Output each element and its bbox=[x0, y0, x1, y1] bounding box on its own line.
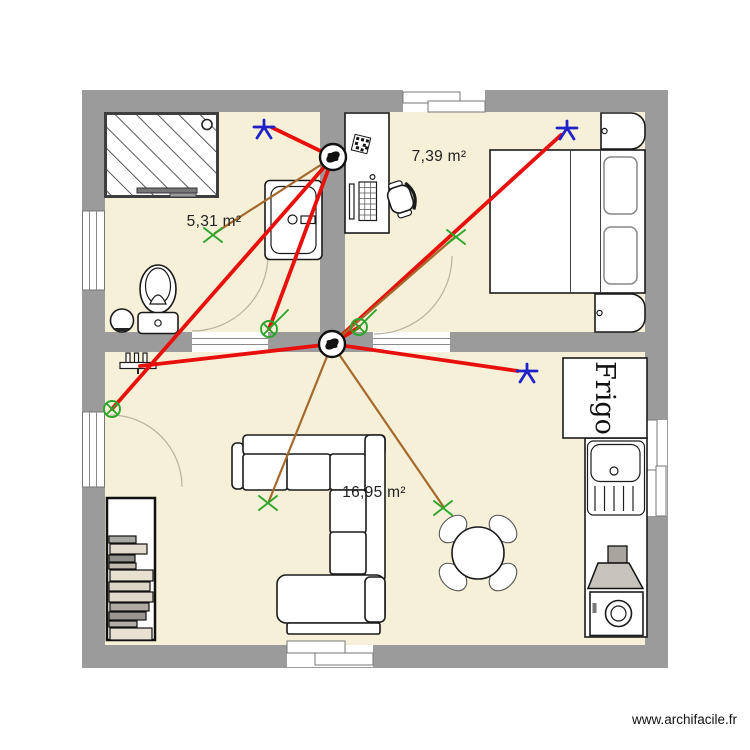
shower[interactable] bbox=[104, 112, 219, 198]
keyboard-grid bbox=[358, 181, 378, 222]
dining-table bbox=[451, 526, 505, 580]
sliding-window-bottom[interactable] bbox=[286, 640, 374, 667]
shower-drain bbox=[201, 118, 213, 131]
wall-mid-right[interactable] bbox=[450, 332, 645, 352]
room-label-bathroom: 5,31 m² bbox=[186, 213, 242, 230]
dining-set[interactable] bbox=[434, 510, 522, 596]
pillow bbox=[603, 226, 638, 285]
fridge-label: Frigo bbox=[589, 361, 621, 435]
wall-light-living[interactable] bbox=[515, 362, 539, 384]
kitchen-sink[interactable] bbox=[586, 440, 646, 516]
light-point-bathroom-door[interactable] bbox=[260, 309, 289, 338]
lighting-circuit-wires bbox=[110, 125, 563, 411]
washbasin[interactable] bbox=[264, 179, 323, 261]
wire-hub-to-walllight-living[interactable] bbox=[330, 342, 520, 373]
faucet-icon bbox=[287, 214, 298, 225]
switch-living-2[interactable] bbox=[433, 500, 453, 516]
entrance-door[interactable] bbox=[82, 411, 183, 488]
wall-light-bedroom[interactable] bbox=[555, 119, 579, 141]
window-bathroom[interactable] bbox=[82, 210, 105, 291]
switch-circuit-wires bbox=[213, 155, 457, 508]
wire-hub-to-walllight-bedroom[interactable] bbox=[330, 133, 563, 346]
wire-ceiling-to-lightpoint-entrance[interactable] bbox=[110, 155, 335, 411]
wall-light-bathroom[interactable] bbox=[252, 118, 276, 140]
wall-top[interactable] bbox=[82, 90, 668, 112]
desk[interactable] bbox=[344, 112, 390, 234]
room-label-living-room: 16,95 m² bbox=[342, 484, 406, 501]
light-point-bedroom-door[interactable] bbox=[350, 309, 377, 336]
ceiling-light-bathroom[interactable] bbox=[318, 142, 348, 172]
flush-button bbox=[154, 319, 162, 327]
wire-hub-to-switch-living-1[interactable] bbox=[267, 342, 334, 503]
wall-bottom[interactable] bbox=[82, 645, 668, 668]
room-label-bedroom: 7,39 m² bbox=[411, 148, 467, 165]
wire-hub-to-switch-living-2[interactable] bbox=[330, 342, 445, 508]
fridge[interactable] bbox=[562, 357, 648, 439]
sliding-window-right[interactable] bbox=[646, 419, 667, 517]
bedroom-door[interactable] bbox=[373, 255, 453, 352]
switch-living-1[interactable] bbox=[258, 495, 278, 511]
cooker-hood[interactable] bbox=[586, 545, 645, 590]
wire-hub-to-panel[interactable] bbox=[138, 342, 334, 368]
nightstand-bottom[interactable] bbox=[594, 293, 646, 333]
wall-right[interactable] bbox=[645, 90, 668, 668]
watermark-link[interactable]: www.archifacile.fr bbox=[631, 712, 737, 727]
bookshelf[interactable] bbox=[105, 496, 157, 642]
wall-mid-left[interactable] bbox=[105, 332, 192, 352]
switch-bedroom[interactable] bbox=[446, 229, 466, 245]
bed[interactable] bbox=[489, 149, 646, 294]
light-point-entrance[interactable] bbox=[103, 400, 121, 418]
ceiling-light-living[interactable] bbox=[317, 329, 347, 359]
office-chair[interactable] bbox=[384, 178, 420, 220]
wire-ceiling-to-lightpoint-bathroom[interactable] bbox=[267, 155, 335, 331]
desk-object-pad bbox=[350, 133, 372, 155]
waste-bin[interactable] bbox=[109, 308, 135, 333]
sliding-window-top[interactable] bbox=[402, 90, 486, 113]
openings bbox=[82, 90, 667, 667]
corner-sofa[interactable] bbox=[231, 434, 386, 635]
monitor-bar bbox=[348, 183, 355, 220]
drain-icon bbox=[609, 466, 619, 476]
wall-left[interactable] bbox=[82, 90, 105, 668]
wire-hub-to-switch-bedroom[interactable] bbox=[330, 235, 457, 346]
wire-ceiling-to-switch-bathroom[interactable] bbox=[213, 155, 335, 235]
bathroom-door[interactable] bbox=[191, 254, 269, 352]
switch-bathroom[interactable] bbox=[203, 227, 223, 243]
washing-machine[interactable] bbox=[589, 591, 644, 637]
nightstand-top[interactable] bbox=[600, 112, 646, 150]
pillow bbox=[603, 156, 638, 215]
toilet[interactable] bbox=[137, 264, 179, 335]
